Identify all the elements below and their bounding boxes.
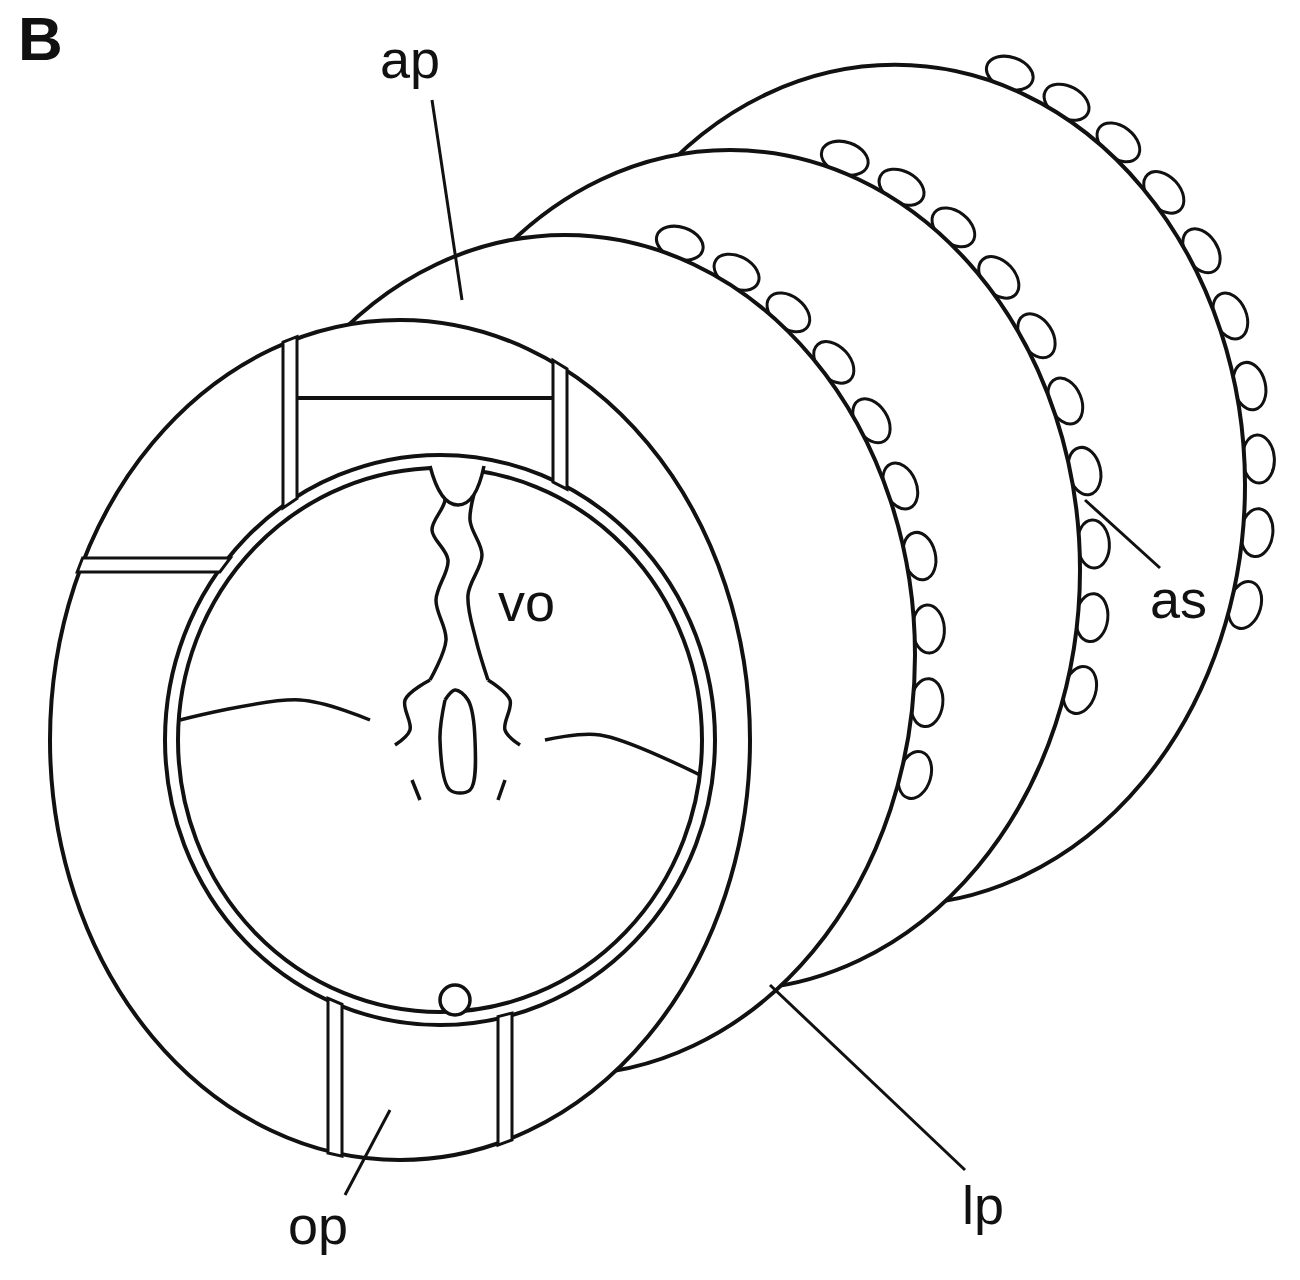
part-label: lp — [962, 1178, 1004, 1232]
dorsal-notch — [430, 466, 484, 505]
panel-letter: B — [18, 8, 63, 70]
organ-outline — [395, 680, 430, 745]
organ-outline — [488, 680, 520, 745]
cavity-inner — [178, 468, 702, 1012]
body-segments — [50, 50, 1276, 1160]
part-label: op — [288, 1198, 348, 1252]
leader-line — [1085, 500, 1160, 568]
organ-outline — [430, 472, 448, 680]
organ-outline — [545, 734, 700, 775]
part-label: vo — [498, 575, 555, 629]
front-face — [77, 337, 715, 1157]
organ-outline — [468, 480, 488, 680]
cavity-wall — [165, 455, 715, 1025]
part-label: ap — [380, 32, 440, 86]
leader-line — [432, 100, 462, 300]
plate-gap — [77, 558, 230, 572]
organ-outline — [498, 780, 505, 800]
organ-outline — [180, 700, 370, 720]
organ-outline — [412, 780, 420, 800]
organ-outline — [440, 690, 476, 793]
plate-gap — [328, 998, 342, 1156]
plate-gap — [553, 360, 567, 489]
plate-gap — [498, 1013, 512, 1145]
leader-line — [770, 985, 965, 1170]
segment-outline — [50, 320, 750, 1160]
dorsal-plate-edge — [297, 396, 553, 400]
part-label: as — [1150, 572, 1207, 626]
leader-line — [345, 1110, 390, 1195]
plate-gap — [283, 337, 297, 508]
ventral-nerve — [440, 985, 470, 1015]
